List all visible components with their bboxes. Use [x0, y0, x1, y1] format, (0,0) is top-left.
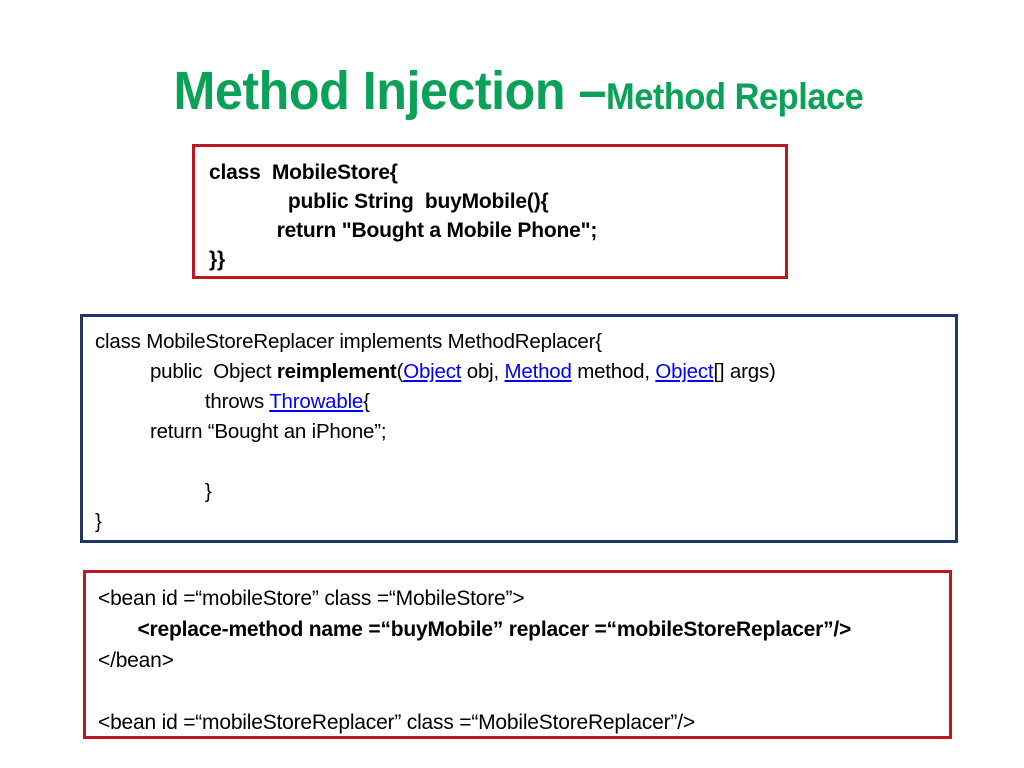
code-line: return “Bought an iPhone”;	[95, 420, 387, 443]
code-text: method,	[571, 360, 656, 383]
page-title-main: Method Injection –	[173, 61, 607, 121]
code-line-throws: throws Throwable{	[95, 387, 947, 417]
link-throwable[interactable]: Throwable	[269, 390, 364, 413]
code-text: obj,	[461, 360, 505, 383]
code-line: <bean id =“mobileStore” class =“MobileSt…	[98, 587, 525, 610]
code-line: <bean id =“mobileStoreReplacer” class =“…	[98, 711, 695, 734]
code-box-mobilestore: class MobileStore{ public String buyMobi…	[192, 144, 788, 279]
code-line-reimplement-signature: public Object reimplement(Object obj, Me…	[95, 357, 947, 387]
code-line: }	[95, 480, 212, 503]
link-object-2[interactable]: Object	[655, 360, 714, 383]
code-indent: throws	[95, 390, 270, 413]
code-indent: public Object	[95, 360, 277, 383]
code-line: }	[95, 510, 102, 533]
code-line: class MobileStoreReplacer implements Met…	[95, 330, 602, 353]
method-name: reimplement	[276, 360, 397, 383]
code-text: [] args)	[713, 360, 776, 383]
open-paren: (	[396, 360, 404, 383]
code-line: public String buyMobile(){	[209, 190, 549, 213]
code-box-bean-config: <bean id =“mobileStore” class =“MobileSt…	[83, 570, 952, 739]
code-line: return "Bought a Mobile Phone";	[209, 219, 598, 242]
page-title: Method Injection – Method Replace	[0, 62, 1024, 126]
page-title-sub: Method Replace	[606, 76, 864, 117]
code-line: </bean>	[98, 649, 174, 672]
code-line-replace-method: <replace-method name =“buyMobile” replac…	[98, 618, 852, 641]
link-method[interactable]: Method	[504, 360, 572, 383]
code-box-mobilestorereplacer: class MobileStoreReplacer implements Met…	[80, 314, 958, 543]
code-line: class MobileStore{	[209, 161, 398, 184]
code-line-blank	[95, 447, 947, 477]
link-object-1[interactable]: Object	[403, 360, 462, 383]
code-line-blank	[98, 676, 941, 707]
code-line: }}	[209, 248, 225, 271]
code-text: {	[363, 390, 370, 413]
